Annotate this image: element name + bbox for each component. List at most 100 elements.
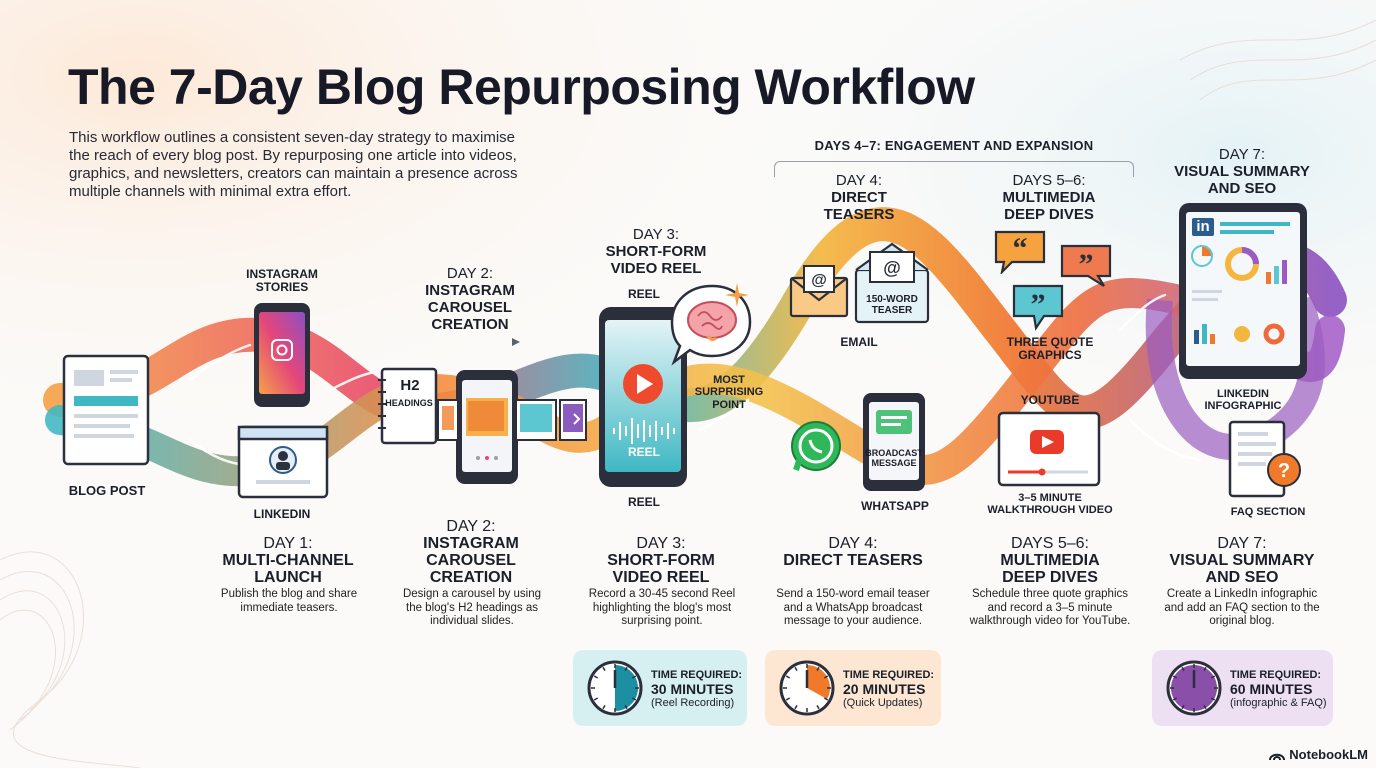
instagram-phone-icon	[254, 303, 310, 407]
day3-top-line3: VIDEO REEL	[610, 260, 702, 277]
time-box-infographic: TIME REQUIRED: 60 MINUTES (infographic &…	[1152, 650, 1333, 726]
teaser-label: 150-WORD TEASER	[856, 294, 928, 316]
broadcast-line1: BROADCAST	[865, 448, 923, 458]
walk-line1: 3–5 MINUTE	[1018, 492, 1082, 504]
clock-tick	[1203, 666, 1207, 672]
clock-tick	[602, 704, 606, 710]
day1-title: DAY 1: MULTI-CHANNEL LAUNCH	[190, 535, 386, 586]
linkedin-infographic-label: LINKEDIN INFOGRAPHIC	[1190, 388, 1296, 413]
reel-phone-icon	[599, 307, 687, 487]
quote-graphics-label: THREE QUOTE GRAPHICS	[998, 335, 1102, 363]
most-line1: MOST	[713, 374, 745, 386]
sparkle-icon	[725, 283, 749, 307]
clock-icon	[1166, 660, 1222, 716]
day3-top-line2: SHORT-FORM	[605, 243, 707, 260]
most-surprising-label: MOST SURPRISING POINT	[684, 374, 774, 411]
faq-label: FAQ SECTION	[1230, 506, 1306, 518]
svg-text:”: ”	[1079, 248, 1094, 281]
day56-day: DAYS 5–6:	[1011, 535, 1089, 552]
day56-title-1: MULTIMEDIA	[1000, 552, 1100, 569]
clock-elapsed-wedge	[807, 665, 830, 700]
day4-top-label: DAY 4: DIRECT TEASERS	[806, 172, 912, 223]
youtube-player-icon	[997, 411, 1101, 487]
most-line3: POINT	[712, 398, 746, 411]
walkthrough-label: 3–5 MINUTE WALKTHROUGH VIDEO	[978, 492, 1122, 517]
clock-tick	[624, 666, 628, 672]
day4-desc: Send a 150-word email teaser and a Whats…	[776, 588, 930, 627]
day7-title-2: AND SEO	[1205, 569, 1279, 586]
day56-title: DAYS 5–6: MULTIMEDIA DEEP DIVES	[962, 535, 1138, 586]
day7-day: DAY 7:	[1217, 535, 1267, 552]
blog-document-icon	[62, 354, 150, 466]
day7-top-line3: AND SEO	[1207, 180, 1277, 197]
svg-text:@: @	[883, 258, 901, 278]
clock-tick	[593, 697, 599, 701]
day4-day: DAY 4:	[828, 535, 878, 552]
clock-tick	[816, 704, 820, 710]
brand: NotebookLM	[1269, 747, 1368, 762]
day4-title: DAY 4: DIRECT TEASERS	[770, 535, 936, 569]
whatsapp-icon	[791, 421, 841, 471]
time-value: 60 MINUTES	[1230, 681, 1313, 697]
clock-icon	[587, 660, 643, 716]
day4-top-line1: DAY 4:	[835, 172, 883, 189]
most-line2: SURPRISING	[694, 386, 764, 399]
notebooklm-logo-icon	[1269, 753, 1286, 760]
clock-tick	[593, 675, 599, 679]
day3-top-label: DAY 3: SHORT-FORM VIDEO REEL	[592, 226, 720, 277]
clock-elapsed-wedge	[615, 665, 638, 711]
time-label: TIME REQUIRED:	[651, 669, 743, 681]
day56-top-line2: MULTIMEDIA	[1002, 189, 1096, 206]
time-value: 30 MINUTES	[651, 681, 734, 697]
broadcast-label: BROADCAST MESSAGE	[860, 448, 928, 468]
email-label: EMAIL	[840, 335, 878, 349]
day2-top-label: DAY 2: INSTAGRAM CAROUSEL CREATION	[404, 265, 536, 333]
linkedin-info-line1: LINKEDIN	[1217, 388, 1269, 400]
day3-day: DAY 3:	[636, 535, 686, 552]
day7-top-line1: DAY 7:	[1218, 146, 1266, 163]
day2-title: DAY 2: INSTAGRAM CAROUSEL CREATION	[390, 518, 552, 586]
day1-title-1: MULTI-CHANNEL	[222, 552, 354, 569]
day7-top-line2: VISUAL SUMMARY	[1174, 163, 1310, 180]
instagram-stories-label-1: INSTAGRAM	[246, 267, 318, 281]
carousel-phone-icon	[437, 370, 587, 484]
clock-tick	[794, 704, 798, 710]
linkedin-in-text: in	[1196, 218, 1210, 235]
clock-tick	[631, 675, 637, 679]
broadcast-phone-icon	[863, 393, 925, 491]
quote-line2: GRAPHICS	[1018, 348, 1082, 363]
clock-tick	[823, 697, 829, 701]
day56-top-line1: DAYS 5–6:	[1012, 172, 1086, 189]
day3-title-2: VIDEO REEL	[612, 569, 710, 586]
day2-desc: Design a carousel by using the blog's H2…	[402, 588, 542, 627]
notebook-icon	[378, 367, 438, 445]
headings-text: HEADINGS	[385, 398, 433, 408]
brain-bubble-icon	[670, 284, 752, 366]
clock-tick	[785, 697, 791, 701]
time-label: TIME REQUIRED:	[1230, 669, 1322, 681]
day4-title-1: DIRECT TEASERS	[783, 552, 923, 569]
svg-text:?: ?	[1278, 460, 1290, 482]
clock-tick	[1181, 666, 1185, 672]
day2-top-line2: INSTAGRAM	[425, 282, 515, 299]
blog-post-label: BLOG POST	[68, 483, 146, 498]
stage-header: DAYS 4–7: ENGAGEMENT AND EXPANSION	[814, 138, 1094, 153]
h2-text: H2	[400, 377, 420, 394]
clock-tick	[1210, 697, 1216, 701]
teaser-line1: 150-WORD	[866, 294, 918, 305]
walk-line2: WALKTHROUGH VIDEO	[987, 504, 1113, 517]
day56-desc: Schedule three quote graphics and record…	[969, 588, 1131, 627]
clock-tick	[816, 666, 820, 672]
clock-tick	[794, 666, 798, 672]
day1-day: DAY 1:	[263, 535, 313, 552]
day56-top-line3: DEEP DIVES	[1004, 206, 1094, 223]
clock-tick	[602, 666, 606, 672]
clock-tick	[785, 675, 791, 679]
time-box-teasers: TIME REQUIRED: 20 MINUTES (Quick Updates…	[765, 650, 941, 726]
day56-title-2: DEEP DIVES	[1002, 569, 1098, 586]
day2-title-3: CREATION	[429, 569, 513, 586]
svg-text:“: “	[1013, 232, 1028, 265]
clock-tick	[823, 675, 829, 679]
day4-top-line3: TEASERS	[823, 206, 895, 223]
